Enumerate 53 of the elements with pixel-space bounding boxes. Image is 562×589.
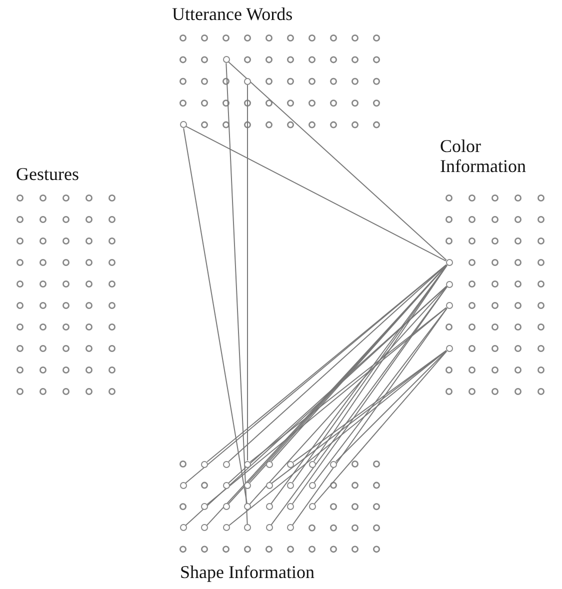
connector-line — [314, 308, 448, 484]
node-circle — [244, 78, 251, 85]
connector-line — [292, 308, 448, 526]
node-circle — [180, 524, 186, 532]
connector-line — [292, 286, 448, 504]
node-circle — [266, 524, 272, 532]
node-circle — [287, 460, 294, 468]
connector-line — [335, 350, 448, 462]
node-circle — [222, 56, 230, 64]
connector-line — [206, 307, 447, 505]
node-circle — [308, 460, 316, 468]
node-circle — [222, 503, 230, 510]
node-circle — [446, 259, 452, 266]
node-circle — [287, 503, 294, 510]
connector-line — [226, 62, 248, 525]
node-circle — [287, 524, 294, 532]
node-circle — [201, 524, 208, 532]
node-circle — [308, 503, 316, 510]
connector-line — [249, 286, 448, 504]
node-circle — [446, 302, 452, 309]
connector-line — [250, 307, 447, 462]
node-circle — [308, 482, 316, 489]
node-circle — [266, 503, 272, 510]
node-circle — [201, 503, 208, 510]
node-circle — [287, 482, 294, 489]
connector-line — [247, 84, 248, 461]
group-heading: Gestures — [16, 164, 80, 184]
connector-line — [314, 350, 448, 504]
connector-line — [292, 350, 447, 462]
connector-line — [270, 264, 448, 504]
connector-line — [183, 128, 248, 504]
node-circle — [222, 460, 230, 468]
node-circle — [244, 460, 251, 468]
node-circle — [446, 280, 452, 288]
node-circle — [180, 482, 186, 489]
node-circle — [266, 482, 272, 489]
node-circle — [330, 460, 337, 468]
group-heading: Shape Information — [180, 562, 316, 582]
group-heading: Color Information — [440, 136, 527, 176]
connector-line — [228, 286, 447, 484]
node-circle — [244, 503, 251, 510]
node-circle — [446, 345, 452, 352]
node-circle — [244, 524, 251, 532]
connector-line — [228, 62, 447, 261]
node-circle — [222, 482, 230, 489]
node-circle — [201, 460, 208, 468]
node-circle — [222, 524, 230, 532]
connector-line — [313, 264, 448, 462]
connector-line — [292, 264, 448, 483]
node-circle — [180, 121, 186, 128]
group-heading: Utterance Words — [172, 4, 294, 24]
connector-line — [270, 286, 448, 526]
connector-line — [186, 126, 446, 262]
